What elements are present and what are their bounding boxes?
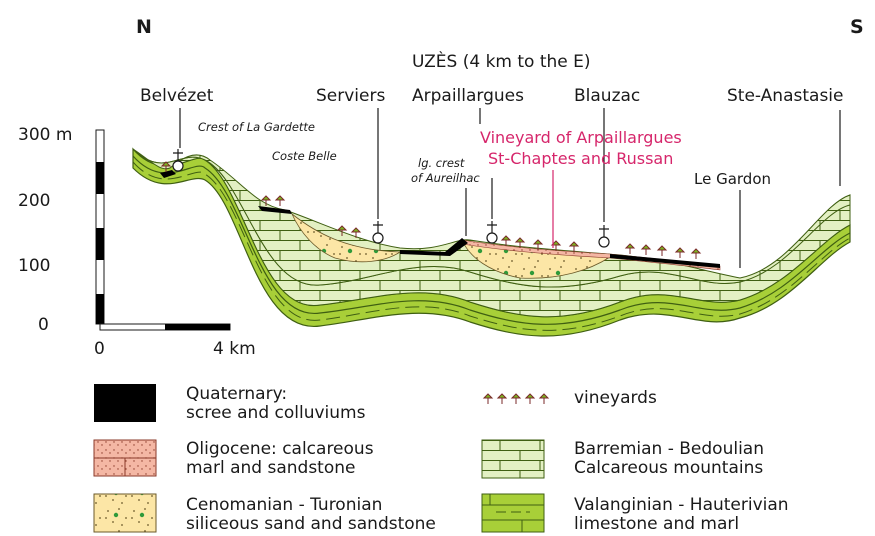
legend-cenomanian-2: siliceous sand and sandstone <box>186 514 436 534</box>
crest-gardette-label: Crest of La Gardette <box>198 120 315 134</box>
le-gardon-label: Le Gardon <box>694 170 771 188</box>
altitude-0: 0 <box>38 315 49 335</box>
legend-oligocene-1: Oligocene: calcareous <box>186 439 374 459</box>
highlight-vineyard-line1: Vineyard of Arpaillargues <box>480 128 682 147</box>
altitude-100: 100 <box>18 256 50 276</box>
aureilhac-label-line1: lg. crest <box>418 156 465 170</box>
legend-barremian-2: Calcareous mountains <box>574 458 763 478</box>
legend-swatch-cenomanian <box>94 494 156 532</box>
legend-cenomanian-1: Cenomanian - Turonian <box>186 495 382 515</box>
aureilhac-label-line2: of Aureilhac <box>411 171 480 185</box>
place-serviers: Serviers <box>316 86 385 106</box>
place-arpaillargues: Arpaillargues <box>412 86 524 106</box>
altitude-300: 300 m <box>18 125 72 145</box>
legend: Quaternary: scree and colluviums Oligoce… <box>94 384 789 534</box>
legend-swatch-vineyards <box>484 394 548 404</box>
legend-oligocene-2: marl and sandstone <box>186 458 355 478</box>
legend-swatch-valanginian <box>482 494 544 532</box>
place-ste-anastasie: Ste-Anastasie <box>727 86 843 106</box>
legend-quaternary-2: scree and colluviums <box>186 403 366 423</box>
altitude-200: 200 <box>18 191 50 211</box>
highlight-vineyard-line2: St-Chaptes and Russan <box>488 149 673 168</box>
altitude-scale-bar <box>96 130 104 324</box>
legend-swatch-oligocene <box>94 440 156 476</box>
south-label: S <box>850 16 864 38</box>
place-blauzac: Blauzac <box>574 86 640 106</box>
legend-vineyards: vineyards <box>574 388 657 408</box>
place-belvezet: Belvézet <box>140 86 214 106</box>
distance-0: 0 <box>94 339 105 359</box>
uzes-label: UZÈS (4 km to the E) <box>412 50 591 72</box>
legend-swatch-quaternary <box>94 384 156 422</box>
legend-barremian-1: Barremian - Bedoulian <box>574 439 764 459</box>
legend-valanginian-1: Valanginian - Hauterivian <box>574 495 789 515</box>
legend-quaternary-1: Quaternary: <box>186 384 287 404</box>
distance-4km: 4 km <box>213 339 256 359</box>
legend-valanginian-2: limestone and marl <box>574 514 739 534</box>
legend-swatch-barremian <box>482 440 544 478</box>
coste-belle-label: Coste Belle <box>272 149 337 163</box>
distance-scale-bar <box>100 324 230 330</box>
north-label: N <box>136 16 152 38</box>
